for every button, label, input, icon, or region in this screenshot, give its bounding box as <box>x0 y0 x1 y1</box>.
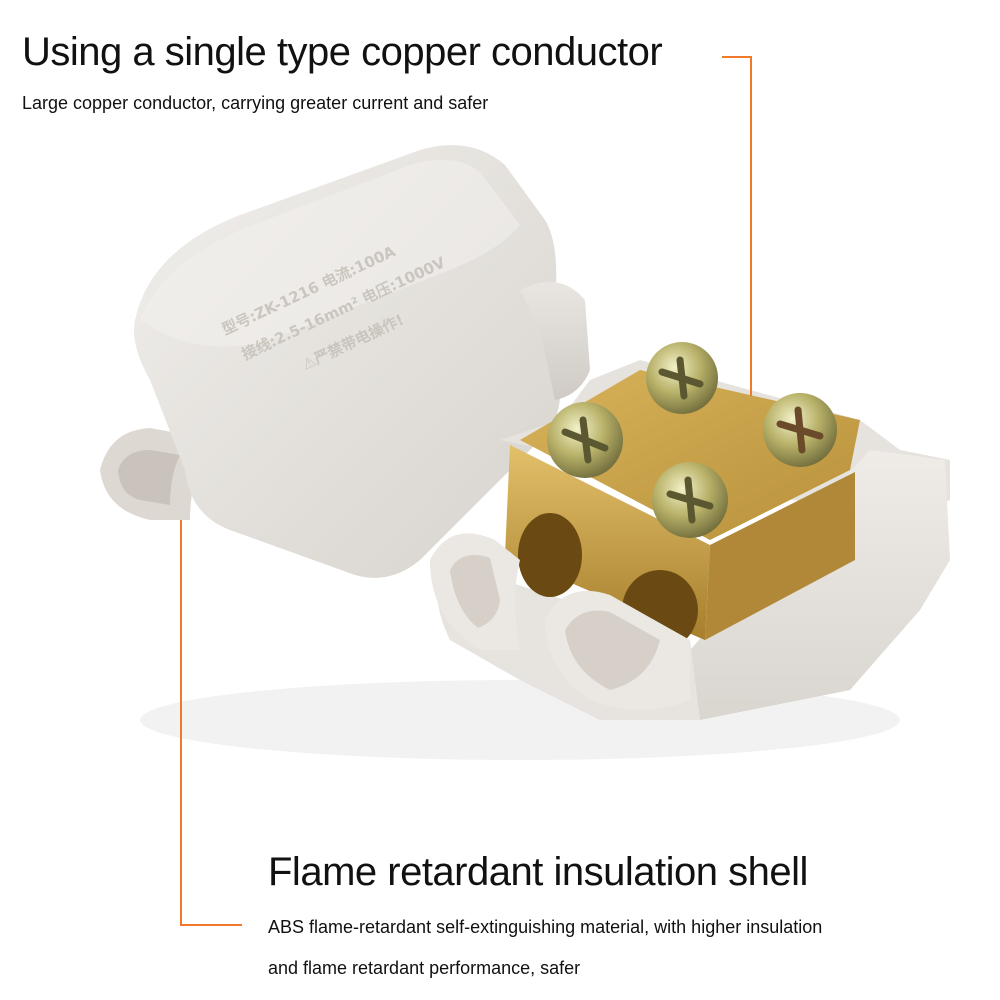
connector-base <box>430 342 950 720</box>
top-feature-description: Large copper conductor, carrying greater… <box>22 93 489 113</box>
bottom-callout-line-horizontal <box>180 924 242 926</box>
bottom-feature-description-line2: and flame retardant performance, safer <box>268 958 581 978</box>
terminal-screws <box>547 342 837 538</box>
top-callout-line-vertical <box>750 56 752 396</box>
insulation-cover: 型号:ZK-1216 电流:100A 接线:2.5-16mm² 电压:1000V… <box>100 145 590 578</box>
top-feature-title: Using a single type copper conductor <box>22 30 663 74</box>
bottom-feature-title: Flame retardant insulation shell <box>268 850 808 894</box>
top-callout-line-horizontal <box>722 56 752 58</box>
bottom-feature-description-line1: ABS flame-retardant self-extinguishing m… <box>268 917 823 937</box>
bottom-callout-line-vertical <box>180 520 182 926</box>
